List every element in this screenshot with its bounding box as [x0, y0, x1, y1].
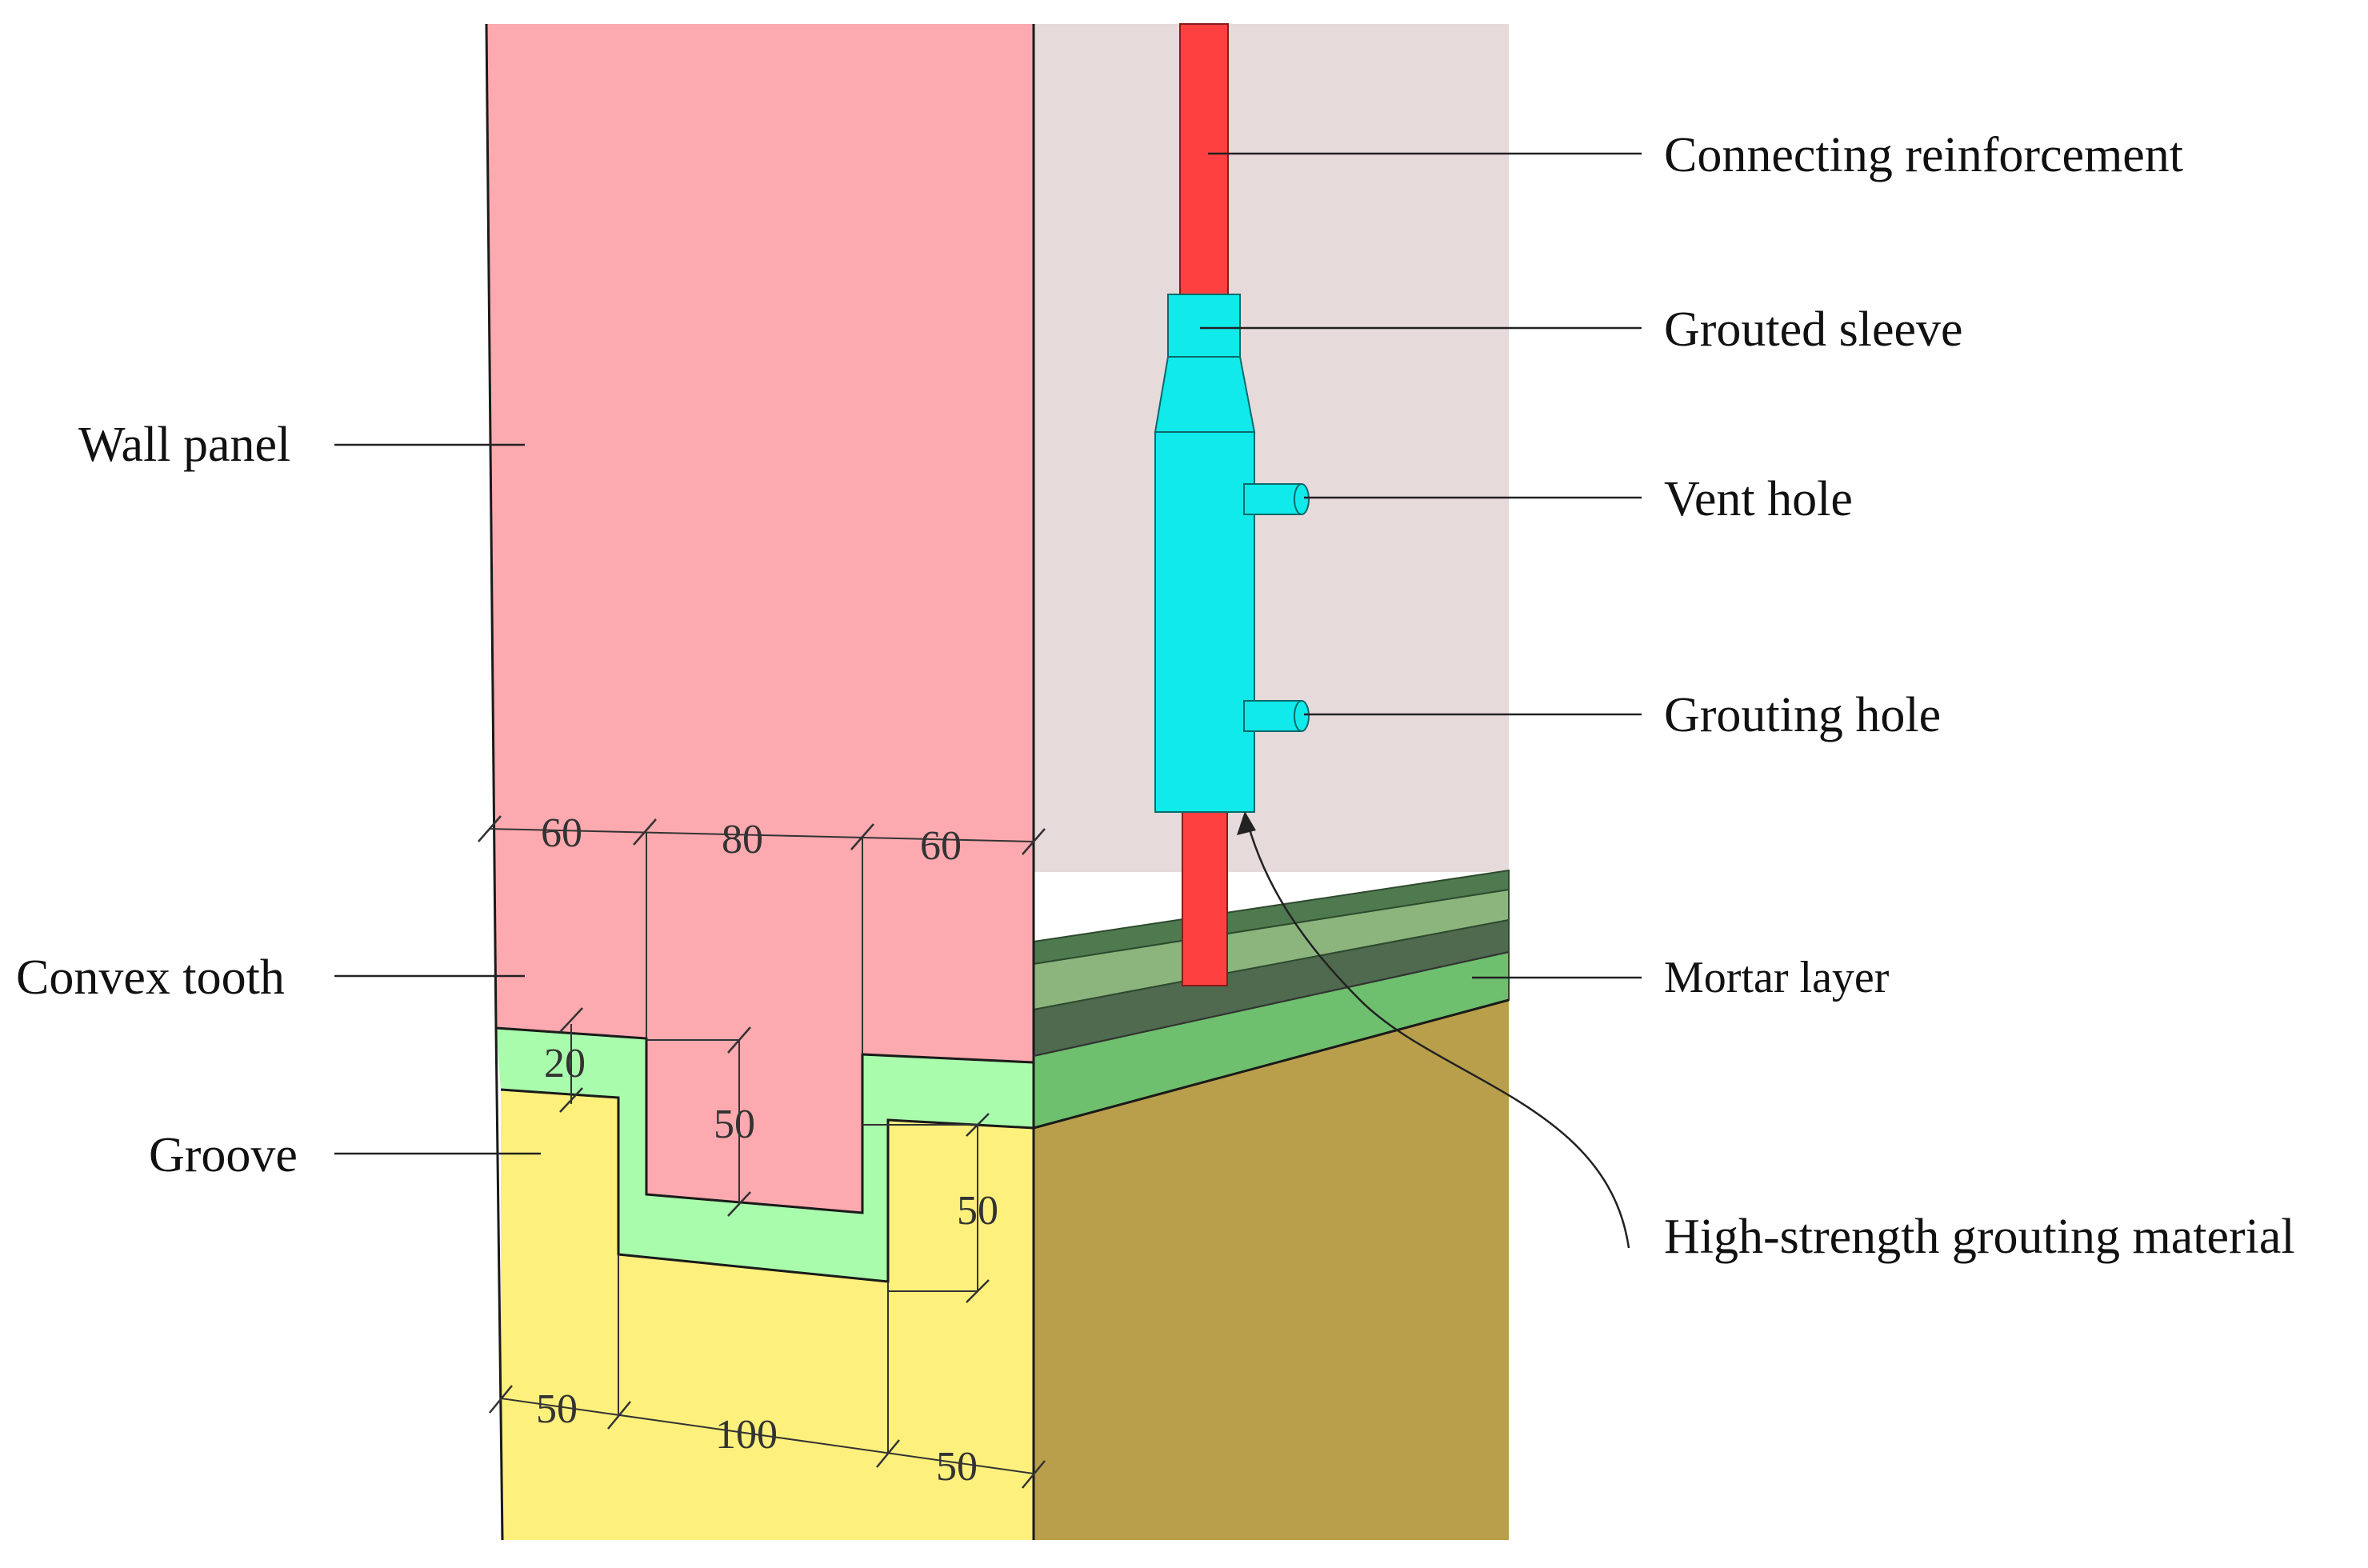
label-grouting-hole: Grouting hole [1664, 688, 1941, 742]
dim-tooth-right: 60 [920, 823, 962, 869]
label-groove: Groove [149, 1128, 298, 1182]
label-grouted-sleeve: Grouted sleeve [1664, 302, 1963, 357]
mortar-layer-front [496, 1028, 1034, 1282]
wall-panel-body [486, 24, 1034, 1213]
foundation-side-face [1034, 1000, 1509, 1540]
dim-groove-depth: 50 [957, 1188, 998, 1234]
mortar-edge-1 [1033, 951, 1510, 1057]
dim-groove-width: 100 [715, 1412, 778, 1458]
groove-body [501, 1090, 1034, 1540]
label-connecting-reinforcement: Connecting reinforcement [1664, 128, 2183, 182]
label-vent-hole: Vent hole [1664, 472, 1853, 526]
leader-high-strength-grouting [1246, 823, 1630, 1249]
dim-mortar-thickness: 20 [544, 1041, 586, 1086]
label-high-strength-grouting-material: High-strength grouting material [1664, 1210, 2295, 1264]
connecting-reinforcement-bar-upper [1179, 23, 1229, 301]
wall-back-face [1034, 24, 1509, 872]
dim-tooth-height: 50 [714, 1102, 755, 1147]
vent-hole-pipe [1243, 483, 1310, 515]
label-wall-panel: Wall panel [78, 418, 290, 472]
left-edge-lower [494, 1027, 504, 1541]
groove-outline [500, 1088, 1034, 1283]
label-mortar-layer: Mortar layer [1664, 953, 1890, 1002]
connecting-reinforcement-bar-lower [1182, 807, 1228, 986]
grouted-sleeve [1154, 294, 1256, 813]
arrowhead-grouting [1237, 811, 1256, 835]
grouting-hole-pipe [1243, 700, 1310, 732]
label-convex-tooth: Convex tooth [16, 950, 285, 1005]
dim-groove-left: 50 [536, 1386, 578, 1432]
dim-tooth-width: 80 [722, 817, 763, 862]
dimension-lines [478, 815, 1046, 1489]
foundation-top-edge [1033, 998, 1510, 1130]
dim-tooth-left: 60 [541, 810, 582, 856]
dim-groove-right: 50 [936, 1444, 978, 1490]
